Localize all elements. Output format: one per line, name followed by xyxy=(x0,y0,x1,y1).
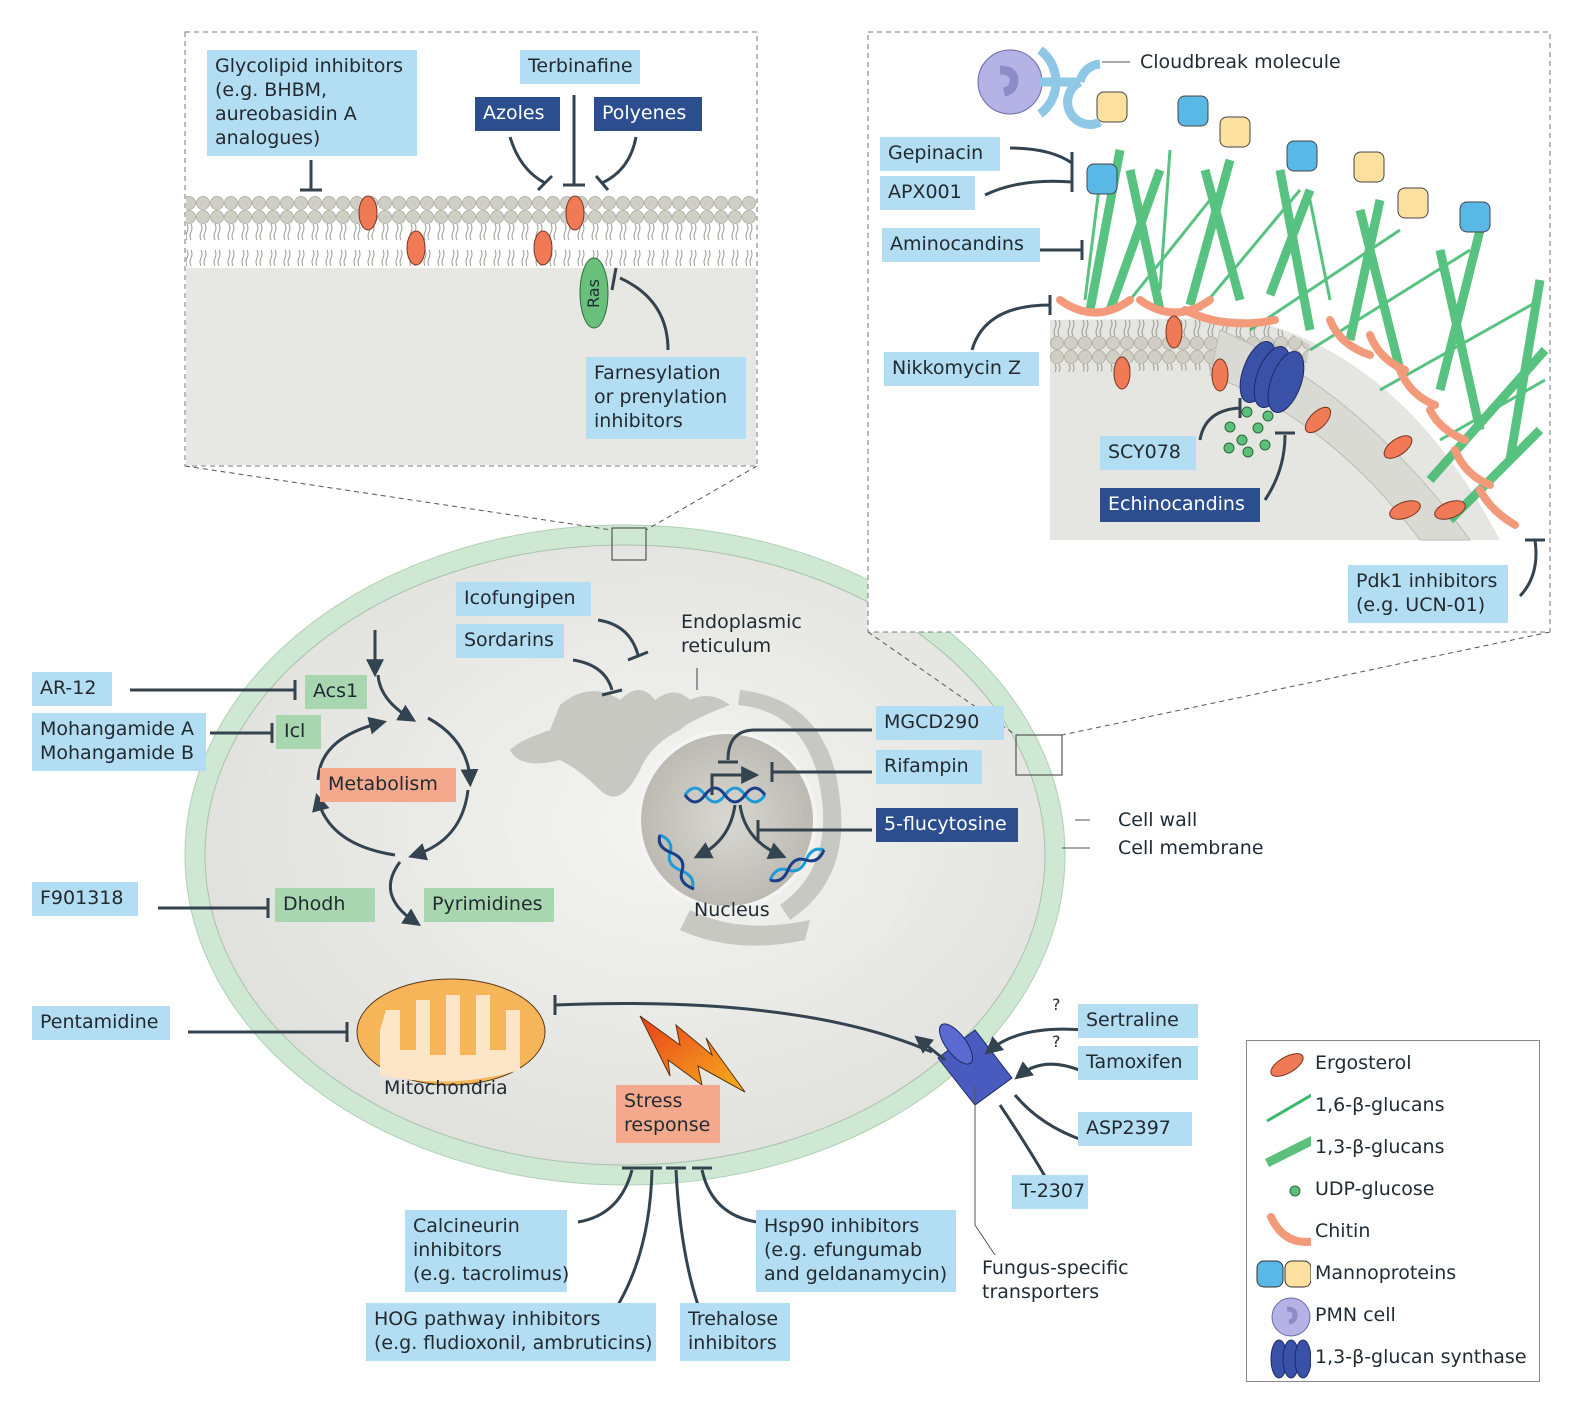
legend-item: Ergosterol xyxy=(1247,1045,1537,1085)
lightning-bolt xyxy=(639,1015,746,1093)
lipid-bilayer xyxy=(186,196,756,266)
mannoproteins xyxy=(1086,91,1491,233)
rifampin-label: Rifampin xyxy=(876,750,982,784)
ergosterol xyxy=(1113,315,1466,520)
legend: Ergosterol 1,6-β-glucans 1,3-β-glucans U… xyxy=(1246,1040,1540,1382)
mgcd290-label: MGCD290 xyxy=(876,706,1004,740)
cloudbreak-molecule-label: Cloudbreak molecule xyxy=(1140,51,1341,73)
legend-item: UDP-glucose xyxy=(1247,1171,1537,1211)
5-flucytosine-label: 5-flucytosine xyxy=(876,808,1018,842)
glucan-synthase xyxy=(1239,340,1305,414)
legend-item: 1,3-β-glucans xyxy=(1247,1129,1537,1169)
endoplasmic-reticulum xyxy=(510,690,730,797)
sertraline-label: Sertraline xyxy=(1078,1004,1198,1038)
icofungipen-label: Icofungipen xyxy=(456,582,591,616)
metabolism-cycle xyxy=(130,630,479,1042)
aminocandins-label: Aminocandins xyxy=(882,228,1040,262)
chitin xyxy=(1056,296,1519,529)
thick-glucan-icon xyxy=(1264,1135,1311,1168)
thin-glucan-icon xyxy=(1266,1093,1311,1123)
ergosterol-icon xyxy=(1270,1053,1304,1077)
nikkomycin-z-label: Nikkomycin Z xyxy=(884,352,1039,386)
er-cisternae xyxy=(680,690,842,946)
legend-item: 1,6-β-glucans xyxy=(1247,1087,1537,1127)
transporter-arrows xyxy=(553,819,1090,1186)
inhibition-arrows xyxy=(300,95,670,351)
stress-inhibition-arrows xyxy=(577,1166,758,1306)
cell-membrane-label: Cell membrane xyxy=(1118,837,1264,859)
farnesylation-inhibitors-label: Farnesylation or prenylation inhibitors xyxy=(586,357,746,439)
asp2397-label: ASP2397 xyxy=(1078,1112,1192,1146)
mitochondria-label: Mitochondria xyxy=(384,1077,508,1099)
f901318-label: F901318 xyxy=(32,882,138,916)
ar12-label: AR-12 xyxy=(32,672,112,706)
legend-item: PMN cell xyxy=(1247,1297,1537,1337)
pyrimidines-target: Pyrimidines xyxy=(424,888,554,922)
nucleus-label: Nucleus xyxy=(694,899,770,921)
chitin-icon xyxy=(1267,1213,1311,1246)
hsp90-inhibitors-label: Hsp90 inhibitors (e.g. efungumab and gel… xyxy=(756,1210,956,1292)
ras-label: Ras xyxy=(584,279,603,308)
cell-wall-label: Cell wall xyxy=(1118,809,1198,831)
gepinacin-label: Gepinacin xyxy=(880,137,1000,171)
icl-target: Icl xyxy=(276,715,321,749)
pentamidine-label: Pentamidine xyxy=(32,1006,170,1040)
inhibition-arrows xyxy=(970,146,1545,598)
pdk1-inhibitors-label: Pdk1 inhibitors (e.g. UCN-01) xyxy=(1348,565,1508,623)
ras-protein xyxy=(579,257,609,329)
cell-membrane xyxy=(204,544,1046,1166)
cell-wall-panel xyxy=(867,31,1551,633)
tamoxifen-label: Tamoxifen xyxy=(1078,1046,1198,1080)
metabolism-process: Metabolism xyxy=(320,768,456,802)
acs1-target: Acs1 xyxy=(305,675,367,709)
legend-item: Mannoproteins xyxy=(1247,1255,1537,1295)
question-mark-sertraline: ? xyxy=(1052,995,1061,1014)
mitochondria xyxy=(356,978,546,1086)
polyenes-label: Polyenes xyxy=(594,97,702,131)
stress-response-process: Stress response xyxy=(616,1085,720,1143)
endoplasmic-reticulum-label: Endoplasmic reticulum xyxy=(681,611,802,657)
question-mark-tamoxifen: ? xyxy=(1052,1032,1061,1051)
nucleus-arrows xyxy=(572,618,872,860)
sordarins-label: Sordarins xyxy=(456,624,564,658)
udp-glucose-icon xyxy=(1289,1185,1301,1197)
glucans xyxy=(1083,149,1549,524)
glycolipid-inhibitors-label: Glycolipid inhibitors (e.g. BHBM, aureob… xyxy=(207,50,417,156)
calcineurin-inhibitors-label: Calcineurin inhibitors (e.g. tacrolimus) xyxy=(405,1210,569,1292)
mohangamide-label: Mohangamide A Mohangamide B xyxy=(32,713,206,771)
ergosterol xyxy=(358,195,585,266)
udp-glucose xyxy=(1223,406,1274,458)
legend-item: 1,3-β-glucan synthase xyxy=(1247,1339,1537,1379)
dna xyxy=(657,786,826,891)
azoles-label: Azoles xyxy=(475,97,560,131)
glucan-synthase-icon xyxy=(1270,1339,1311,1379)
fungus-specific-transporters-label: Fungus-specific transporters xyxy=(982,1257,1129,1303)
scy078-label: SCY078 xyxy=(1100,436,1196,470)
echinocandins-label: Echinocandins xyxy=(1100,488,1260,522)
dhodh-target: Dhodh xyxy=(275,888,375,922)
fungus-specific-transporter xyxy=(937,1023,1013,1256)
pmn-cell xyxy=(977,46,1130,129)
terbinafine-label: Terbinafine xyxy=(520,50,640,84)
legend-item: Chitin xyxy=(1247,1213,1537,1253)
hog-pathway-inhibitors-label: HOG pathway inhibitors (e.g. fludioxonil… xyxy=(366,1303,656,1361)
zoom-callouts xyxy=(184,465,1551,776)
pmn-cell-icon xyxy=(1271,1297,1311,1337)
trehalose-inhibitors-label: Trehalose inhibitors xyxy=(680,1303,790,1361)
t2307-label: T-2307 xyxy=(1012,1175,1088,1209)
mannoprotein-icon xyxy=(1256,1260,1311,1288)
apx001-label: APX001 xyxy=(880,176,975,210)
